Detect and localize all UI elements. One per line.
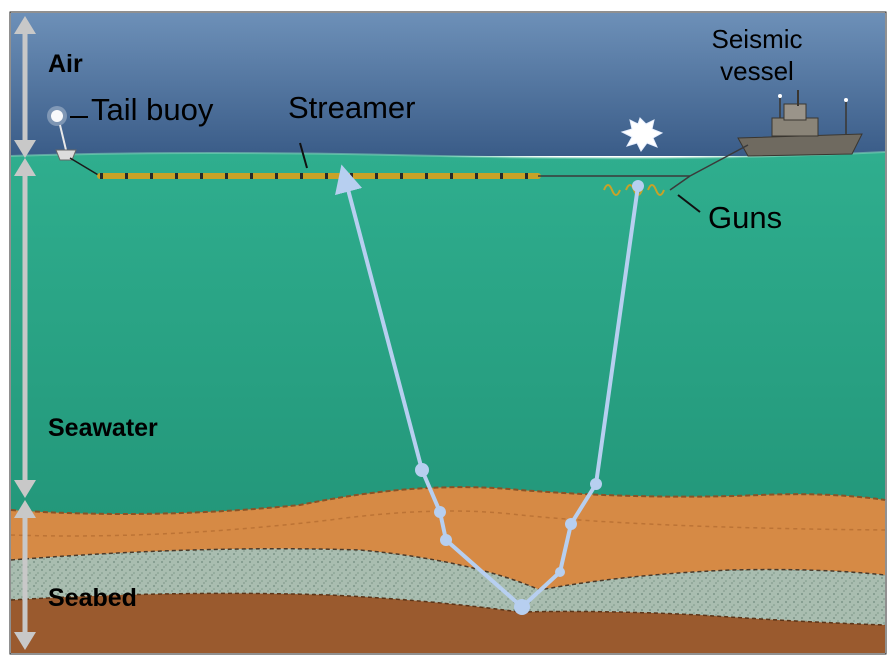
- air-label: Air: [48, 50, 83, 78]
- streamer-pointer-line: [299, 142, 308, 169]
- gray-layer-boundary-top: [10, 548, 886, 591]
- layer-extent-arrows: [14, 16, 36, 650]
- guns-pointer-line: [677, 194, 701, 213]
- tail-buoy-tether: [69, 157, 101, 177]
- sediment-layer-gray: [11, 548, 885, 625]
- gun-tow-line: [669, 175, 691, 191]
- seawater-label: Seawater: [48, 414, 158, 442]
- seabed-label: Seabed: [48, 584, 137, 612]
- sea-surface-line: [10, 151, 886, 160]
- guns-label: Guns: [708, 200, 782, 235]
- seismic-vessel-icon: [737, 90, 863, 157]
- tail-buoy-label: Tail buoy: [91, 92, 214, 127]
- shot-flash-icon: [620, 117, 664, 152]
- seismic-vessel-label-line1: Seismic: [711, 24, 802, 54]
- streamer-label: Streamer: [288, 90, 415, 125]
- vessel-tow-cable: [689, 144, 749, 177]
- seawater-region: [11, 152, 885, 520]
- sediment-boundary-top: [10, 486, 886, 515]
- seismic-vessel-label-line2: vessel: [720, 56, 794, 86]
- bedrock-layer: [11, 593, 885, 653]
- seismic-ray-path: [335, 164, 644, 615]
- sky-region: [11, 13, 885, 156]
